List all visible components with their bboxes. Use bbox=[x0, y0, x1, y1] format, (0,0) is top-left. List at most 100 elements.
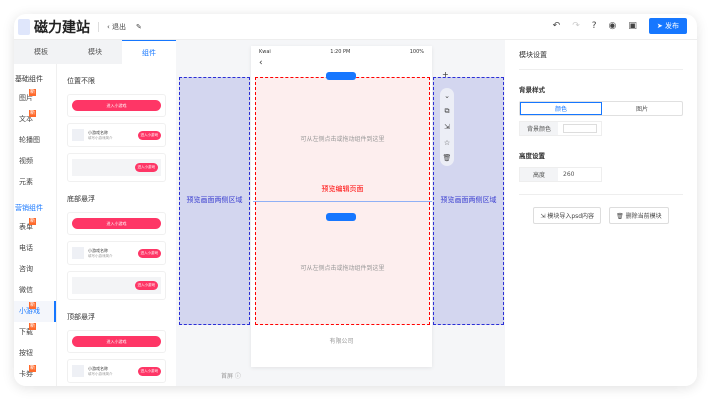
first-screen-label: 首屏 ⓘ bbox=[221, 373, 241, 380]
edit-area[interactable]: 可从左侧点击或拖动组件到这里 预览编辑页面 可从左侧点击或拖动组件到这里 bbox=[253, 77, 432, 325]
component-category-nav: 基础组件 图片新文本新轮播图视频元素 营销组件 表单新电话咨询微信小游戏新下载新… bbox=[14, 64, 57, 386]
banner-button: 进入小游戏 bbox=[134, 163, 158, 172]
nav-item-label: 卡券 bbox=[19, 370, 33, 378]
delete-icon[interactable]: 🗑 bbox=[442, 154, 452, 163]
card-title: 小游戏名称 bbox=[88, 129, 108, 135]
component-card-style[interactable]: 小游戏名称填写小游戏简介进入小游戏 bbox=[67, 359, 166, 383]
new-badge: 新 bbox=[29, 302, 37, 309]
footer-text: 有限公司 bbox=[329, 338, 354, 345]
exit-button[interactable]: ‹ 退出 bbox=[107, 22, 127, 31]
nav-item[interactable]: 电话 bbox=[14, 238, 56, 259]
status-battery: 100% bbox=[409, 49, 424, 55]
game-pill: 进入小游戏 bbox=[72, 218, 161, 229]
redo-icon[interactable]: ↷ bbox=[572, 21, 580, 31]
move-down-icon[interactable]: ⌄ bbox=[444, 91, 450, 100]
game-pill: 进入小游戏 bbox=[72, 336, 161, 347]
card-desc: 填写小游戏简介 bbox=[88, 135, 113, 140]
status-time: 1:20 PM bbox=[330, 49, 351, 55]
module-drag-handle-top[interactable] bbox=[326, 72, 356, 80]
nav-item[interactable]: 图片新 bbox=[14, 88, 56, 109]
image-placeholder-icon bbox=[72, 129, 84, 141]
nav-item[interactable]: 轮播图 bbox=[14, 130, 56, 151]
height-title: 高度设置 bbox=[519, 152, 545, 160]
back-icon[interactable]: ‹ bbox=[259, 58, 263, 68]
tab-modules[interactable]: 模块 bbox=[88, 48, 102, 56]
editor-window: 磁力建站 ‹ 退出 ✎ ↶ ↷ ? ◉ ▣ ➤ 发布 模板 模块 组件 基础组件… bbox=[14, 14, 697, 386]
help-icon[interactable]: ? bbox=[591, 21, 597, 31]
component-banner-style[interactable]: 进入小游戏 bbox=[67, 271, 166, 300]
drop-placeholder-2: 可从左侧点击或拖动组件到这里 bbox=[300, 265, 385, 272]
bg-type-toggle: 颜色 图片 bbox=[519, 101, 683, 116]
nav-item-label: 下载 bbox=[19, 328, 33, 336]
nav-item-label: 图片 bbox=[19, 94, 33, 102]
bg-option-color[interactable]: 颜色 bbox=[520, 102, 602, 115]
nav-item[interactable]: 视频 bbox=[14, 151, 56, 172]
nav-item[interactable]: 下载新 bbox=[14, 322, 56, 343]
module-toolbar: ⌄ ⧉ ⇲ ☆ 🗑 bbox=[440, 88, 454, 166]
image-placeholder-icon bbox=[72, 365, 84, 377]
import-icon[interactable]: ⇲ bbox=[444, 123, 450, 132]
bg-option-image[interactable]: 图片 bbox=[635, 106, 648, 113]
status-carrier: Kwai bbox=[259, 49, 271, 55]
card-button: 进入小游戏 bbox=[137, 130, 161, 140]
new-badge: 新 bbox=[29, 365, 37, 372]
nav-item[interactable]: 文本新 bbox=[14, 109, 56, 130]
import-psd-button[interactable]: ⇲ 模块导入psd内容 bbox=[533, 207, 602, 224]
add-module-icon[interactable]: + bbox=[442, 70, 449, 79]
edit-icon[interactable]: ✎ bbox=[136, 22, 142, 31]
nav-item-label: 小游戏 bbox=[19, 307, 40, 315]
card-title: 小游戏名称 bbox=[88, 365, 108, 371]
component-button-style[interactable]: 进入小游戏 bbox=[67, 330, 166, 353]
image-placeholder-icon bbox=[72, 247, 84, 259]
copy-icon[interactable]: ⧉ bbox=[444, 107, 450, 116]
exit-label: 退出 bbox=[112, 22, 127, 31]
marketing-components-header[interactable]: 营销组件 bbox=[15, 204, 43, 212]
height-label: 高度 bbox=[520, 168, 558, 181]
basic-components-header[interactable]: 基础组件 bbox=[15, 75, 43, 83]
nav-item-label: 表单 bbox=[19, 223, 33, 231]
component-card-style[interactable]: 小游戏名称填写小游戏简介 进入小游戏 bbox=[67, 123, 166, 147]
new-badge: 新 bbox=[29, 323, 37, 330]
header: 磁力建站 ‹ 退出 ✎ ↶ ↷ ? ◉ ▣ ➤ 发布 bbox=[14, 14, 697, 40]
nav-item-label: 文本 bbox=[19, 115, 33, 123]
nav-item[interactable]: 按钮 bbox=[14, 343, 56, 364]
undo-icon[interactable]: ↶ bbox=[552, 21, 561, 31]
nav-item-label: 轮播图 bbox=[19, 136, 40, 144]
component-banner-style[interactable]: 进入小游戏 bbox=[67, 153, 166, 182]
section-title: 顶部悬浮 bbox=[67, 313, 95, 321]
component-button-style[interactable]: 进入小游戏 bbox=[67, 94, 166, 117]
preview-canvas: 预览画面两侧区域 Kwai 1:20 PM 100% ‹ 有限公司 可从左侧点击或拖… bbox=[176, 40, 505, 386]
component-card-style[interactable]: 小游戏名称填写小游戏简介进入小游戏 bbox=[67, 241, 166, 265]
nav-item[interactable]: 咨询 bbox=[14, 259, 56, 280]
save-icon[interactable]: ▣ bbox=[628, 21, 637, 31]
module-resize-handle[interactable] bbox=[326, 213, 356, 221]
nav-item-label: 电话 bbox=[19, 244, 33, 252]
drop-placeholder: 可从左侧点击或拖动组件到这里 bbox=[300, 136, 385, 143]
component-button-style[interactable]: 进入小游戏 bbox=[67, 212, 166, 235]
bg-color-label: 背景颜色 bbox=[520, 122, 558, 135]
delete-module-button[interactable]: 🗑 删除当前模块 bbox=[609, 207, 669, 224]
height-input[interactable]: 260 bbox=[563, 171, 575, 178]
nav-item-label: 咨询 bbox=[19, 265, 33, 273]
nav-item[interactable]: 小游戏新 bbox=[14, 301, 56, 322]
nav-item-label: 按钮 bbox=[19, 349, 33, 357]
bg-color-picker[interactable] bbox=[563, 124, 597, 133]
star-icon[interactable]: ☆ bbox=[443, 138, 451, 147]
new-badge: 新 bbox=[29, 110, 37, 117]
preview-eye-icon[interactable]: ◉ bbox=[608, 21, 617, 31]
nav-item[interactable]: 微信 bbox=[14, 280, 56, 301]
card-title: 小游戏名称 bbox=[88, 247, 108, 253]
new-badge: 新 bbox=[29, 218, 37, 225]
tab-templates[interactable]: 模板 bbox=[34, 48, 48, 56]
nav-item[interactable]: 卡券新 bbox=[14, 364, 56, 385]
card-button: 进入小游戏 bbox=[137, 366, 161, 376]
nav-item[interactable]: 元素 bbox=[14, 172, 56, 193]
tab-components[interactable]: 组件 bbox=[122, 40, 176, 64]
section-title: 位置不限 bbox=[67, 77, 95, 85]
publish-label: 发布 bbox=[665, 22, 679, 30]
nav-item[interactable]: 表单新 bbox=[14, 217, 56, 238]
card-button: 进入小游戏 bbox=[137, 248, 161, 258]
side-area-label: 预览画面两侧区域 bbox=[440, 196, 497, 204]
publish-button[interactable]: ➤ 发布 bbox=[648, 18, 687, 34]
import-psd-label: 模块导入psd内容 bbox=[547, 213, 595, 220]
